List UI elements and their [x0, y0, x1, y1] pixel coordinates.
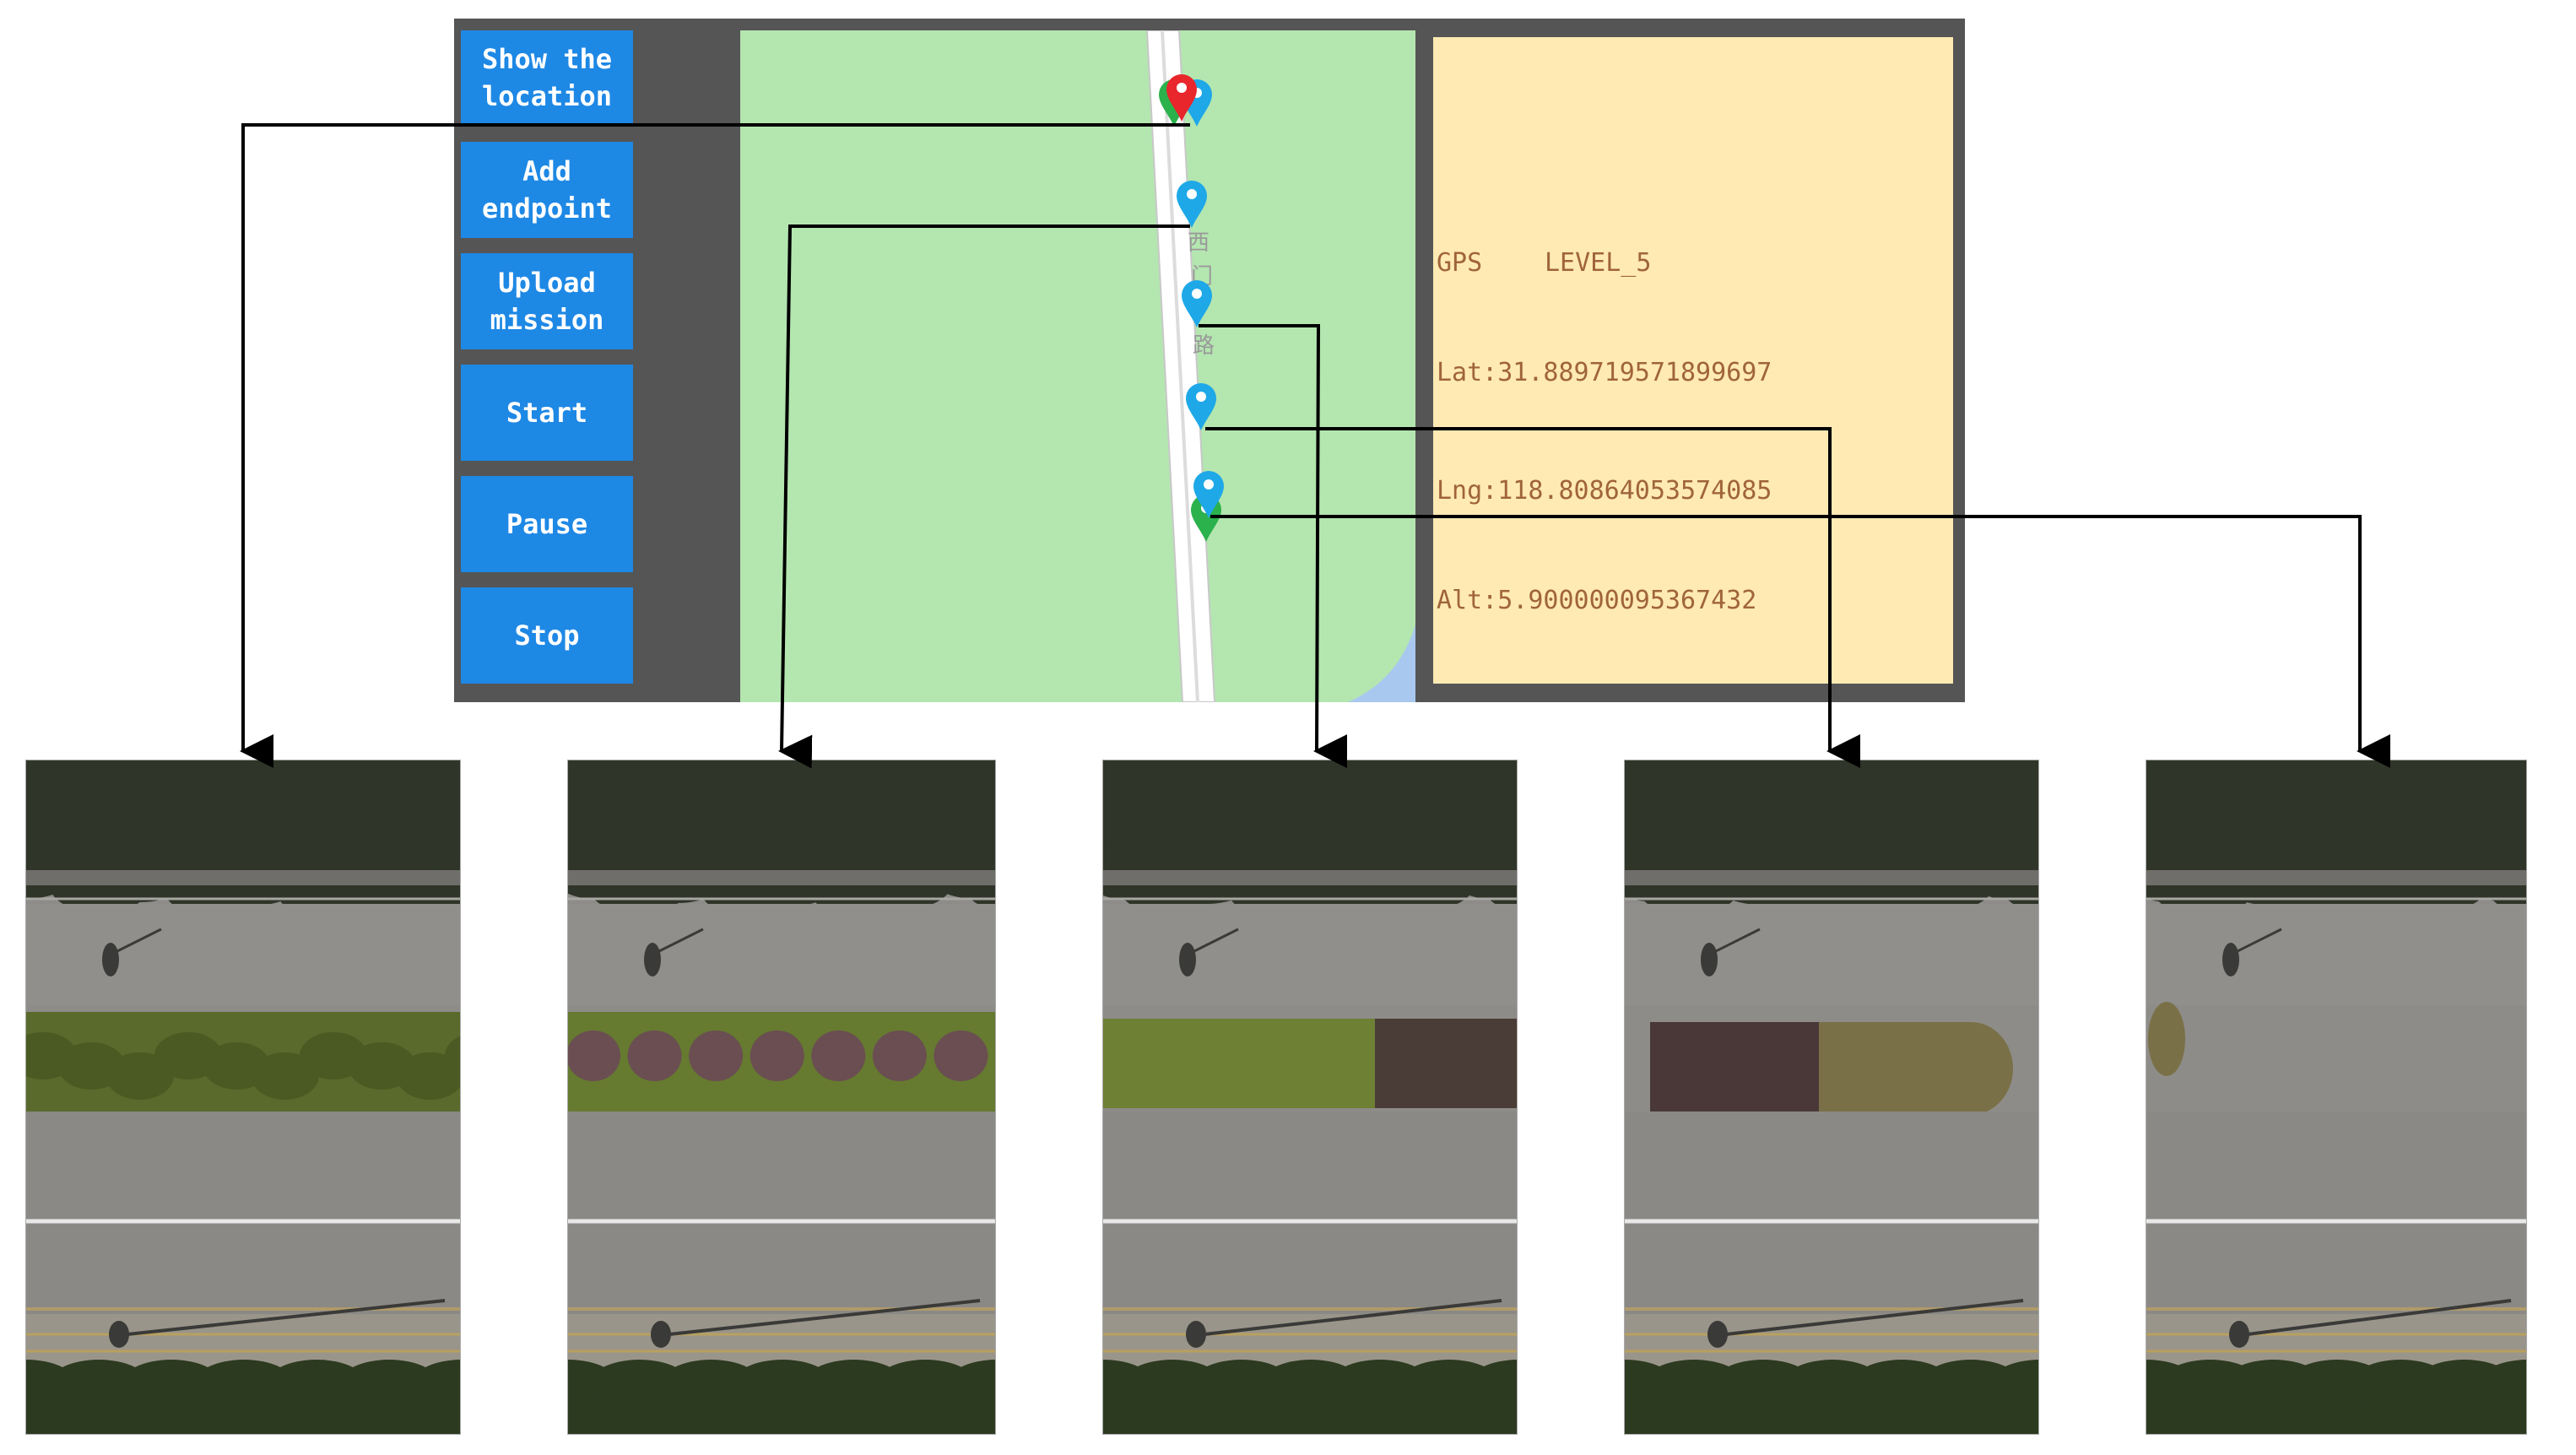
aerial-photo-3: [1102, 760, 1518, 1435]
add-endpoint-button[interactable]: Add endpoint: [461, 142, 633, 238]
map-canvas: 西 门 路: [1145, 30, 1415, 702]
aerial-photo-1: [25, 760, 461, 1435]
aerial-photo-4: [1624, 760, 2039, 1435]
altitude-readout: Alt:5.900000095367432: [1437, 586, 1757, 615]
stop-button[interactable]: Stop: [461, 587, 633, 684]
water-area: [1348, 625, 1415, 702]
upload-mission-button[interactable]: Upload mission: [461, 253, 633, 349]
road-label-char: 路: [1193, 333, 1215, 359]
gps-label: GPS: [1437, 248, 1483, 278]
map-view[interactable]: 西 门 路: [740, 30, 1415, 702]
show-location-button[interactable]: Show the location: [461, 30, 633, 125]
current-location-marker[interactable]: [1166, 74, 1197, 122]
road-label-char: 西: [1188, 230, 1210, 256]
pause-button[interactable]: Pause: [461, 476, 633, 572]
start-button[interactable]: Start: [461, 365, 633, 461]
aerial-photo-2: [567, 760, 996, 1435]
longitude-readout: Lng:118.80864053574085: [1437, 476, 1772, 506]
aerial-photo-5: [2146, 760, 2527, 1435]
latitude-readout: Lat:31.889719571899697: [1437, 358, 1772, 387]
gps-level: LEVEL_5: [1545, 248, 1652, 278]
